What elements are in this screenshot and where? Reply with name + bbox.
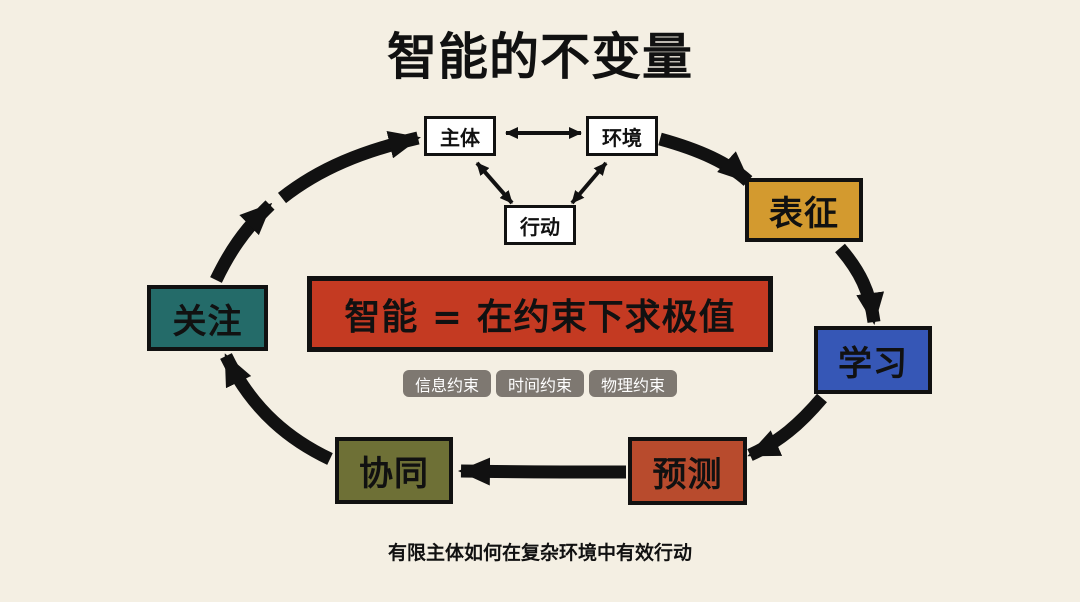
information-constraint-label: 信息约束 — [414, 375, 479, 395]
prediction-box: 预测 — [628, 437, 747, 505]
representation-to-learning-arrow — [835, 243, 885, 325]
coordination-box: 协同 — [335, 437, 453, 504]
time-constraint-chip: 时间约束 — [496, 370, 584, 397]
intelligence-formula-box: 智能 = 在约束下求极值 — [307, 276, 773, 352]
action-label: 行动 — [520, 214, 560, 239]
environment-box: 环境 — [586, 116, 658, 156]
action-box: 行动 — [504, 205, 576, 245]
physical-constraint-label: 物理约束 — [600, 375, 665, 395]
environment-action-arrow — [570, 161, 608, 205]
diagram-caption: 有限主体如何在复杂环境中有效行动 — [387, 542, 692, 564]
agent-label: 主体 — [440, 125, 480, 150]
representation-label: 表征 — [769, 193, 839, 234]
prediction-label: 预测 — [652, 454, 723, 495]
learning-label: 学习 — [838, 343, 908, 384]
coordination-label: 协同 — [359, 454, 429, 494]
attention-label: 关注 — [172, 301, 243, 342]
coordination-to-attention-arrow — [220, 353, 333, 465]
upper-arc-to-agent-arrow — [277, 131, 421, 204]
time-constraint-label: 时间约束 — [507, 375, 572, 395]
agent-box: 主体 — [424, 116, 496, 156]
prediction-to-coordination-arrow — [458, 457, 627, 486]
attention-box: 关注 — [147, 285, 268, 351]
page-title: 智能的不变量 — [387, 28, 693, 86]
attention-to-upper-arc-arrow — [210, 200, 275, 283]
environment-to-representation-arrow — [658, 132, 753, 186]
environment-label: 环境 — [602, 125, 642, 150]
learning-to-prediction-arrow — [747, 393, 827, 461]
representation-box: 表征 — [745, 178, 863, 242]
information-constraint-chip: 信息约束 — [403, 370, 491, 397]
learning-box: 学习 — [814, 326, 932, 394]
physical-constraint-chip: 物理约束 — [589, 370, 677, 397]
agent-action-arrow — [475, 161, 514, 205]
intelligence-formula: 智能 = 在约束下求极值 — [344, 297, 736, 338]
